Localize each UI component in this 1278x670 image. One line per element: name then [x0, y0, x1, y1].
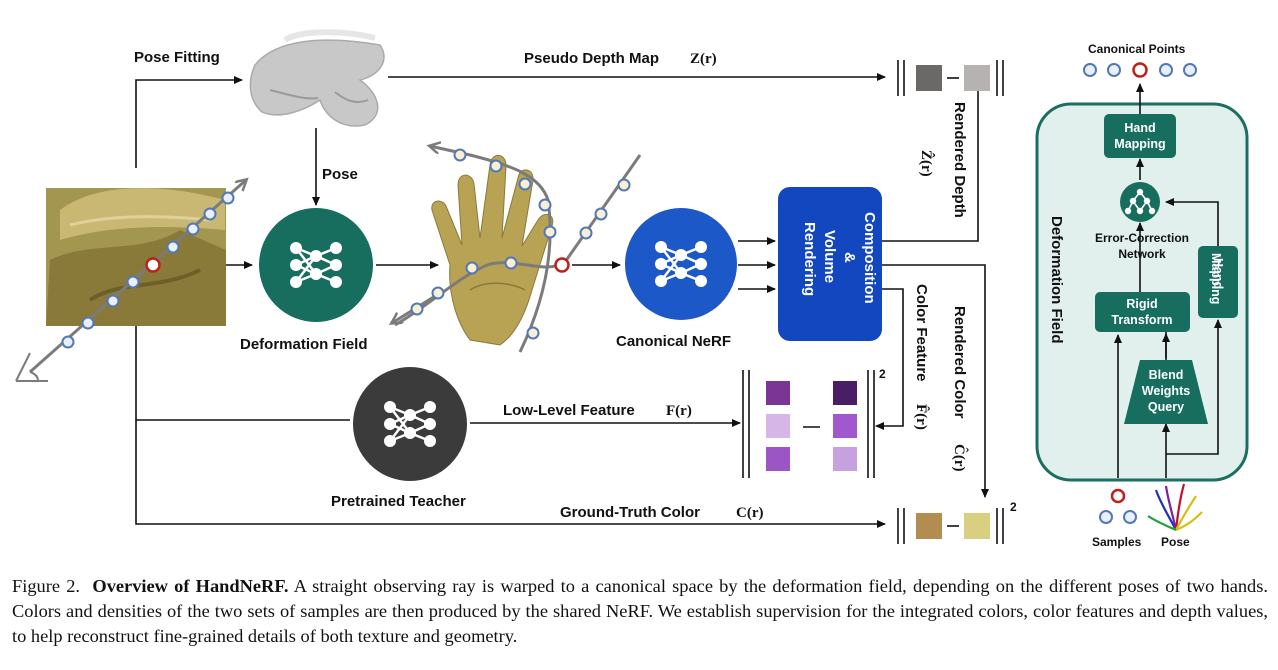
rendered-depth-swatch	[964, 65, 990, 91]
error-correction-line-2: Network	[1118, 247, 1166, 261]
caption-title: Overview of HandNeRF.	[92, 576, 289, 596]
observing-ray	[29, 180, 246, 374]
hand-mapping-top-line-2: Mapping	[1114, 137, 1165, 151]
rigid-transform-line-2: Transform	[1111, 313, 1172, 327]
camera-eye-icon	[15, 352, 48, 382]
blend-weights-line-1: Blend	[1149, 368, 1184, 382]
low-level-feature-symbol: F(r)	[666, 403, 692, 419]
color-loss-norm	[897, 508, 1004, 544]
hand-mapping-side-line-2: Mapping	[1209, 253, 1223, 304]
composition-rendering-box: Composition & Volume Rendering	[778, 187, 882, 341]
rendered-color-label: Rendered Color	[951, 306, 968, 419]
rendered-color-swatch	[964, 513, 990, 539]
hand-mapping-top-line-1: Hand	[1124, 121, 1155, 135]
handnerf-overview-figure: Pose Fitting Pseudo Depth Map Z(r) Pose …	[15, 29, 1249, 549]
blend-weights-line-2: Weights	[1142, 384, 1190, 398]
samples-icon	[1099, 488, 1137, 524]
caption-prefix: Figure 2.	[12, 576, 80, 596]
canonical-nerf-label: Canonical NeRF	[616, 333, 731, 350]
error-correction-line-1: Error-Correction	[1095, 231, 1189, 245]
color-feature-symbol: F̂(r)	[913, 404, 930, 430]
ground-truth-color-label: Ground-Truth Color	[560, 504, 700, 521]
feature-loss-exponent: 2	[879, 367, 886, 381]
low-level-feature-label: Low-Level Feature	[503, 402, 635, 419]
warped-ray	[392, 146, 642, 353]
canonical-points-label: Canonical Points	[1088, 42, 1186, 56]
color-feature-label: Color Feature	[913, 284, 930, 382]
depth-loss-norm	[897, 60, 1004, 96]
deformation-field-label: Deformation Field	[240, 336, 368, 353]
feature-loss-norm	[742, 370, 875, 478]
pseudo-depth-map-label: Pseudo Depth Map	[524, 50, 659, 67]
pretrained-teacher-label: Pretrained Teacher	[331, 493, 466, 510]
composition-line-1: Composition	[861, 212, 878, 304]
pose-input-label: Pose	[1161, 535, 1190, 549]
color-loss-exponent: 2	[1010, 500, 1017, 514]
deformation-field-vertical-label: Deformation Field	[1048, 216, 1065, 344]
rendered-color-symbol: Ĉ(r)	[951, 444, 969, 471]
rendered-depth-label: Rendered Depth	[951, 102, 968, 218]
rendered-feature-swatch-2	[833, 414, 857, 438]
pseudo-depth-symbol: Z(r)	[690, 51, 717, 67]
rendered-feature-swatch-3	[833, 447, 857, 471]
teacher-feature-swatch-1	[766, 381, 790, 405]
pseudo-depth-swatch	[916, 65, 942, 91]
composition-line-3: Volume	[821, 230, 838, 283]
blend-weights-line-3: Query	[1148, 400, 1184, 414]
hand-mapping-side-line-1: Hand	[1211, 258, 1225, 289]
gt-color-swatch	[916, 513, 942, 539]
error-correction-network-icon	[1120, 182, 1160, 222]
pose-fitting-label: Pose Fitting	[134, 49, 220, 66]
rigid-transform-line-1: Rigid	[1126, 297, 1157, 311]
pose-label: Pose	[322, 166, 358, 183]
hand-mesh-render	[249, 29, 385, 127]
caption-text: A straight observing ray is warped to a …	[12, 576, 1269, 646]
ground-truth-color-symbol: C(r)	[736, 505, 763, 521]
composition-line-4: Rendering	[801, 222, 818, 296]
composition-line-2: &	[841, 252, 858, 263]
pose-icon	[1147, 483, 1203, 532]
input-hand-photo	[46, 188, 226, 326]
pretrained-teacher-node	[353, 367, 467, 481]
deformation-field-panel: Canonical Points Hand Mapping	[1035, 42, 1249, 549]
canonical-hand-photo	[431, 154, 554, 346]
canonical-nerf-node	[625, 208, 737, 320]
deformation-field-node	[259, 208, 373, 322]
rendered-feature-swatch-1	[833, 381, 857, 405]
samples-label: Samples	[1092, 535, 1142, 549]
teacher-feature-swatch-2	[766, 414, 790, 438]
flow-lines	[135, 73, 989, 528]
rendered-depth-symbol: Ẑ(r)	[918, 150, 935, 177]
teacher-feature-swatch-3	[766, 447, 790, 471]
figure-caption: Figure 2. Overview of HandNeRF. A straig…	[12, 574, 1268, 649]
